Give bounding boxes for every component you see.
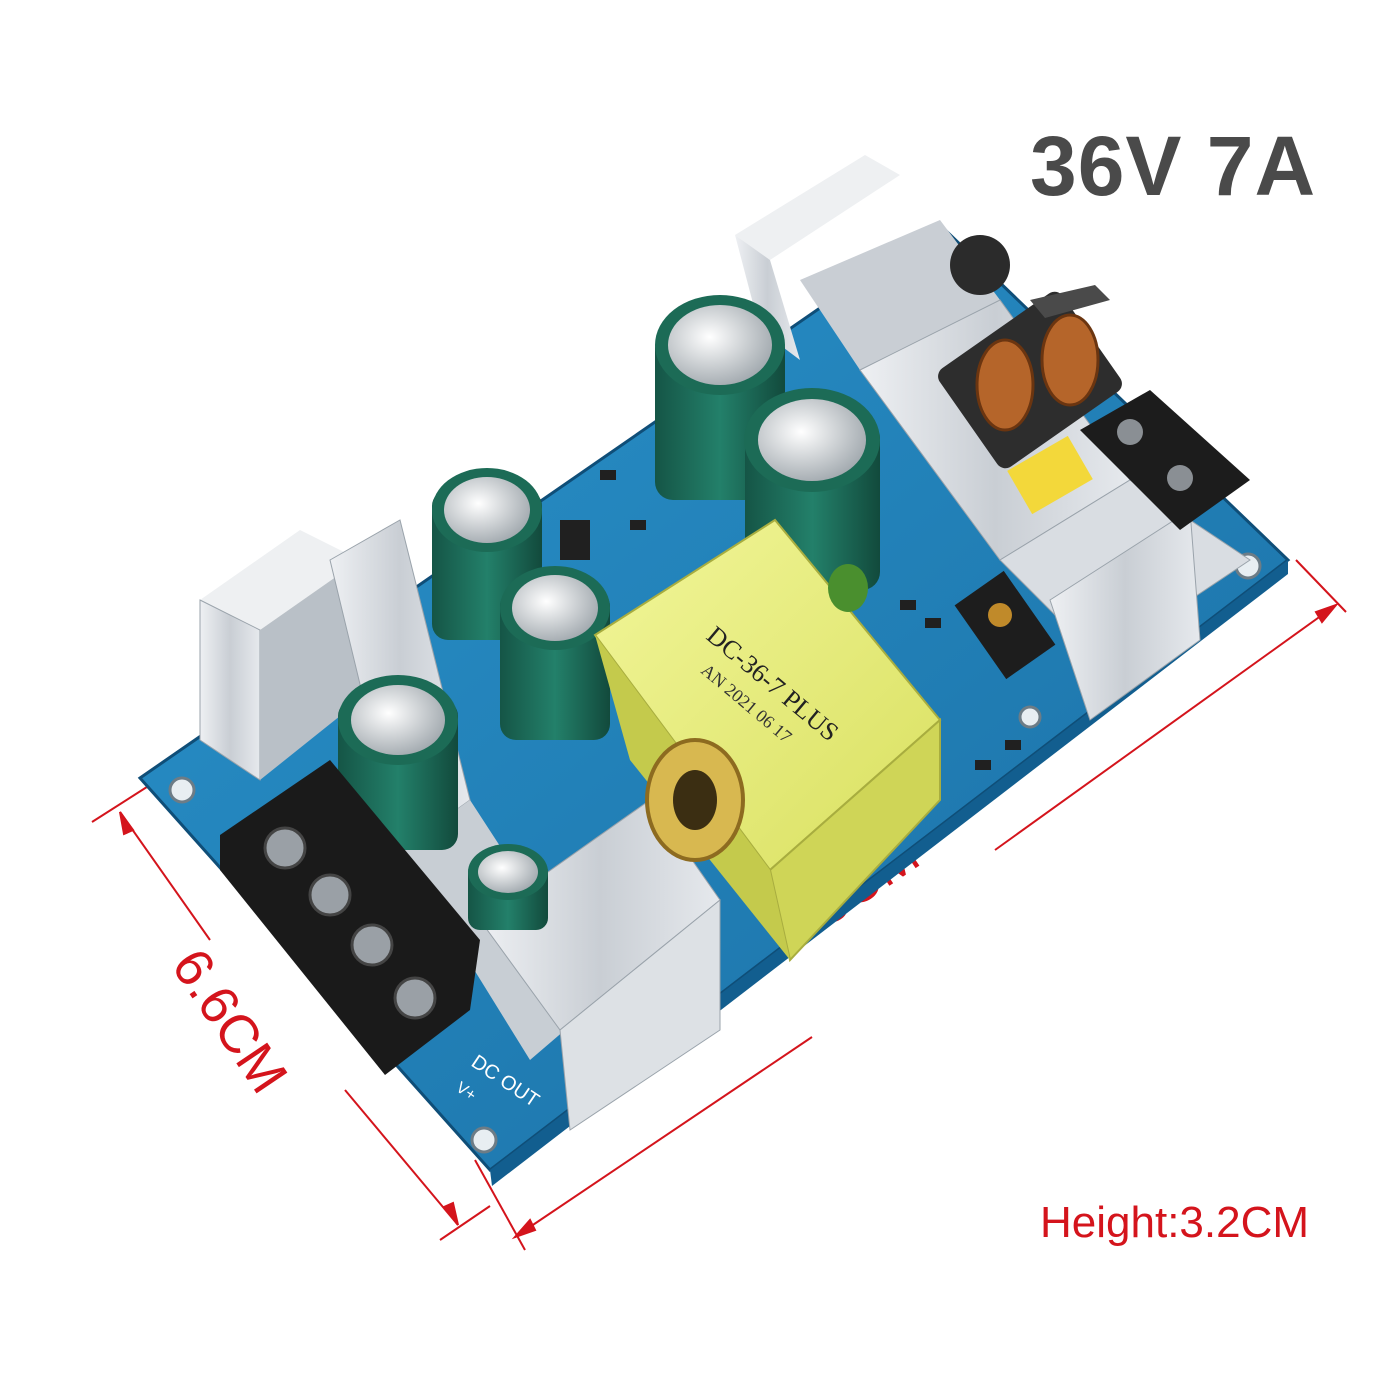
varistor [950, 235, 1010, 295]
mounting-hole [470, 1126, 498, 1154]
width-ext-top [91, 784, 151, 823]
capacitor [468, 844, 548, 930]
length-ext-left [474, 1159, 526, 1251]
mounting-hole [168, 776, 196, 804]
terminal-screw [393, 976, 437, 1020]
width-ext-bottom [439, 1205, 491, 1241]
smd-components [560, 470, 1021, 770]
length-dim-line-b [994, 604, 1337, 851]
length-arrow-left [511, 1218, 537, 1240]
capacitor [500, 566, 610, 740]
mounting-hole [1018, 705, 1042, 729]
terminal-screw [308, 873, 352, 917]
length-arrow-right [1314, 602, 1340, 624]
width-arrow-top [119, 811, 135, 836]
width-dim-line-b [344, 1089, 459, 1226]
length-dim-line-a [514, 1036, 813, 1238]
length-ext-right [1295, 559, 1347, 613]
terminal-screw [263, 826, 307, 870]
spec-title: 36V 7A [1030, 119, 1317, 213]
mosfet [954, 570, 1056, 680]
mounting-holes [168, 552, 1262, 1154]
transformer: DC-36-7 PLUS AN 2021 06 17 [593, 518, 942, 963]
dc-output-terminal [220, 760, 480, 1075]
y-capacitor [828, 564, 868, 612]
height-label: Height:3.2CM [1040, 1198, 1310, 1247]
width-dim-line-a [119, 811, 211, 941]
dimension-lines [91, 559, 1347, 1251]
ac-input-terminal [1007, 390, 1250, 530]
terminal-screw [350, 923, 394, 967]
common-mode-choke [938, 285, 1122, 469]
width-arrow-bottom [442, 1201, 459, 1226]
